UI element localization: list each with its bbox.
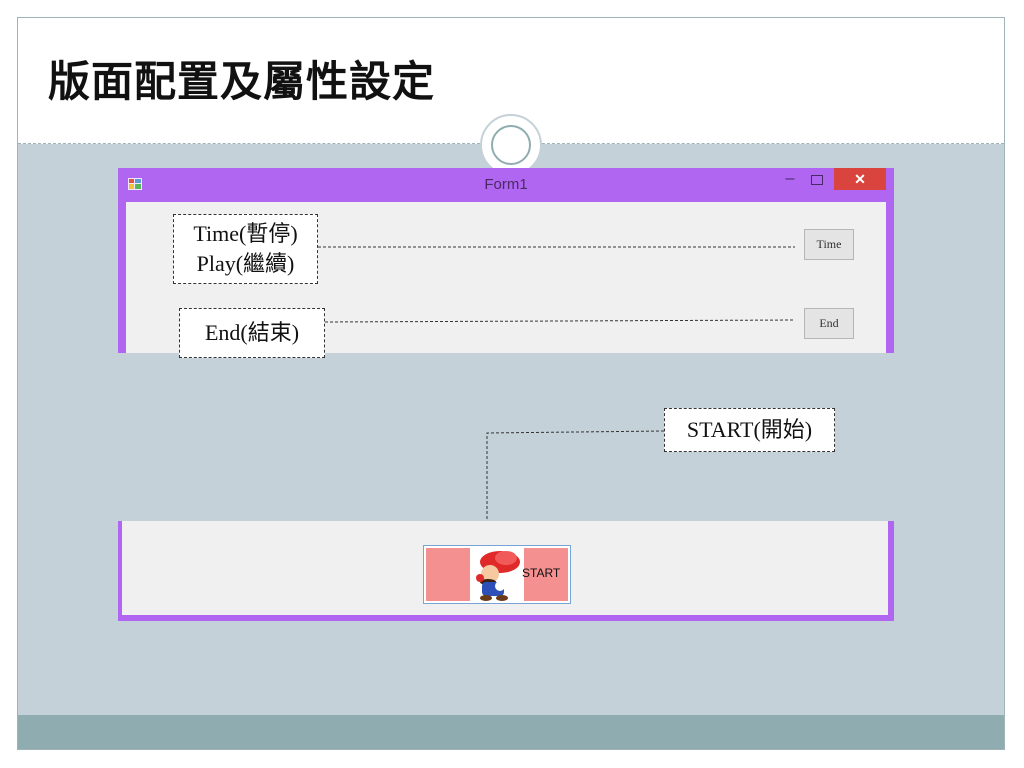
form1-lower-client-area: START (122, 521, 888, 615)
form1-titlebar[interactable]: Form1 – ✕ (118, 168, 894, 202)
end-callout: End(結束) (179, 308, 325, 358)
bottom-band (18, 715, 1004, 749)
maximize-icon[interactable] (811, 175, 823, 185)
time-play-callout: Time(暫停) Play(繼續) (173, 214, 318, 284)
start-callout: START(開始) (664, 408, 835, 452)
form1-lower-window: START (118, 521, 894, 621)
slide: 版面配置及屬性設定 Form1 – ✕ Time End (17, 17, 1005, 750)
start-button-fill-right (524, 548, 568, 601)
time-callout-text: Time(暫停) (193, 221, 298, 246)
decorative-ring-inner (491, 125, 531, 165)
slide-title: 版面配置及屬性設定 (48, 57, 436, 106)
minimize-icon[interactable]: – (785, 170, 795, 187)
time-button[interactable]: Time (804, 229, 854, 260)
form1-title: Form1 (484, 176, 528, 193)
decorative-ring-icon (480, 114, 542, 176)
start-button-fill-left (426, 548, 470, 601)
play-callout-text: Play(繼續) (196, 251, 295, 276)
mario-icon (476, 551, 520, 601)
start-button[interactable]: START (423, 545, 571, 604)
form-app-icon (128, 178, 142, 190)
start-button-label: START (522, 566, 561, 580)
end-button[interactable]: End (804, 308, 854, 339)
close-icon[interactable]: ✕ (834, 168, 886, 190)
